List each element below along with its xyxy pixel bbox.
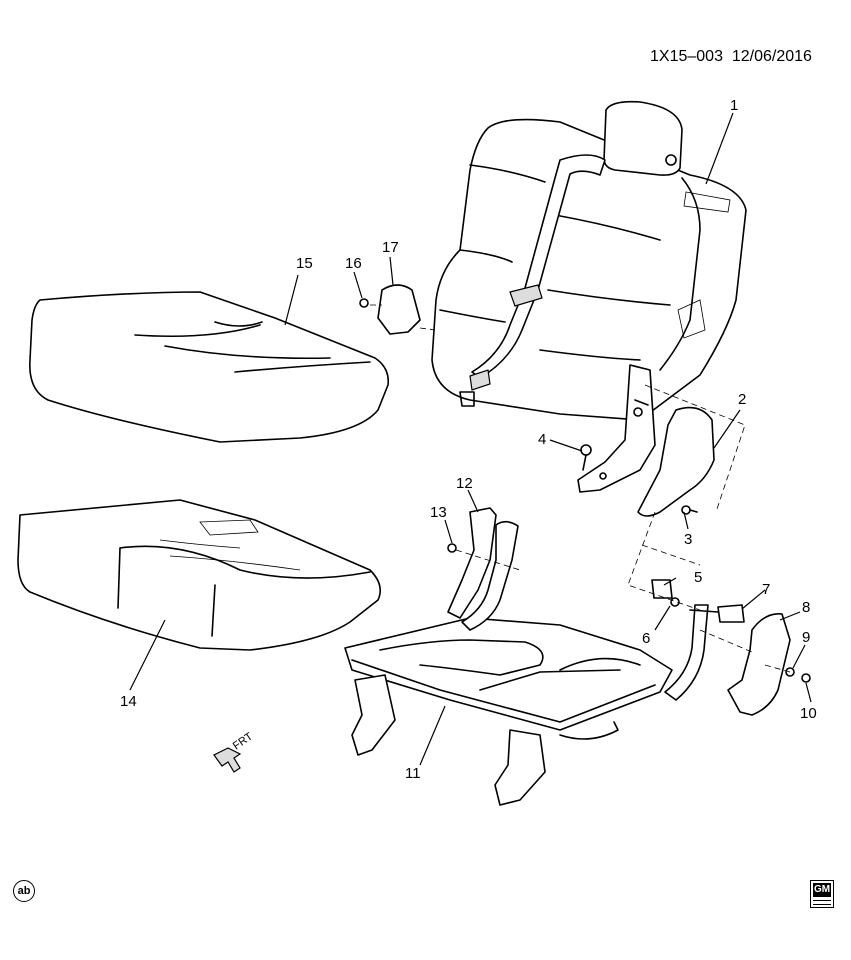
- pivot-bushing-5: [651, 579, 673, 599]
- callout-labels: 1 2 3 4 5 6 7 8 9 10 11 12 13 14 15 16 1…: [120, 97, 817, 782]
- gm-logo: GM: [810, 880, 834, 908]
- fastener-screw-13: [447, 543, 457, 553]
- callout-10: 10: [800, 705, 817, 722]
- front-direction-arrow: [213, 747, 242, 773]
- fastener-screw-16: [359, 298, 369, 308]
- outer-trim-panel: [727, 613, 791, 716]
- seat-cushion-pad-lower: [17, 499, 381, 651]
- callout-14: 14: [120, 693, 137, 710]
- clip-10: [801, 673, 811, 683]
- belt-guide-cover: [377, 284, 421, 335]
- callout-15: 15: [296, 255, 313, 272]
- callout-1: 1: [730, 97, 738, 114]
- callout-5: 5: [694, 569, 702, 586]
- fastener-bolt-3: [681, 505, 698, 515]
- gm-logo-text: GM: [813, 883, 831, 897]
- seat-cushion-cover-upper: [29, 291, 390, 443]
- callout-7: 7: [762, 581, 770, 598]
- fastener-bolt-4: [580, 444, 592, 471]
- callout-6: 6: [642, 630, 650, 647]
- callout-2: 2: [738, 391, 746, 408]
- callout-17: 17: [382, 239, 399, 256]
- callout-16: 16: [345, 255, 362, 272]
- callout-3: 3: [684, 531, 692, 548]
- fastener-nut-6: [670, 597, 680, 607]
- alignment-lines: [370, 304, 791, 673]
- callout-11: 11: [405, 765, 421, 782]
- seat-frame-assembly: [344, 520, 709, 806]
- ab-badge: ab: [13, 880, 35, 902]
- pivot-bolt-7: [689, 604, 745, 623]
- gm-logo-bar: [813, 900, 831, 905]
- callout-12: 12: [456, 475, 473, 492]
- callout-8: 8: [802, 599, 810, 616]
- seat-back-assembly: [431, 100, 747, 493]
- document-reference: 1X15–003 12/06/2016: [650, 48, 812, 65]
- callout-4: 4: [538, 431, 546, 448]
- callout-9: 9: [802, 629, 810, 646]
- front-arrow-label: FRT: [231, 730, 255, 752]
- frame-side-bracket: [447, 507, 497, 619]
- leader-lines: [129, 112, 812, 766]
- callout-13: 13: [430, 504, 447, 521]
- side-trim-cover: [637, 406, 715, 517]
